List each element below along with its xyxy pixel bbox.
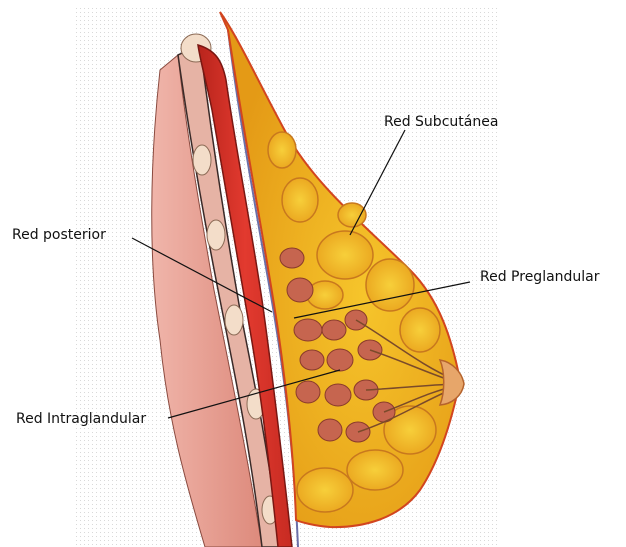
label-red-subcutanea: Red Subcutánea xyxy=(384,114,498,130)
label-red-posterior: Red posterior xyxy=(12,227,106,243)
label-red-intraglandular: Red Intraglandular xyxy=(16,411,146,427)
label-red-preglandular: Red Preglandular xyxy=(480,269,600,285)
